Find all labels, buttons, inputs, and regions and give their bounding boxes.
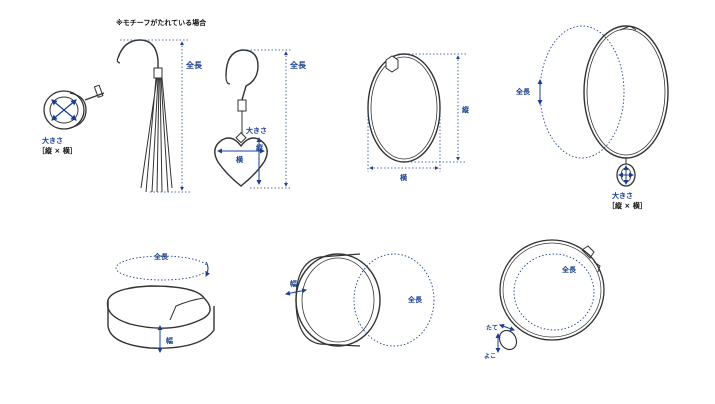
cuff-gap	[169, 297, 205, 321]
stud-face	[43, 90, 85, 130]
stud-size-arrow-2	[51, 99, 77, 121]
large-hoop-length-label: 全長	[515, 87, 531, 96]
stud-size-label: 大きさ	[42, 136, 63, 145]
heart-bail	[235, 132, 247, 144]
bracelet-clasp-ring	[593, 261, 601, 273]
tassel-earring-figure: 全長	[116, 39, 203, 193]
open-cuff-figure: 全長 幅	[106, 252, 215, 353]
oval-vertical-label: 縦	[462, 105, 470, 114]
oval-hoop-clasp	[385, 55, 399, 73]
cuff-top-edge	[106, 285, 211, 329]
large-hoop-figure: 全長 大きさ ［縦 × 横］	[515, 25, 669, 210]
bracelet-outer	[499, 239, 605, 341]
bangle-front-inner	[301, 257, 375, 343]
tassel-cap	[153, 67, 163, 79]
bangle-top-edge	[319, 253, 361, 258]
oval-hoop-inner	[370, 56, 438, 160]
stud-earring-figure: 大きさ ［縦 × 横］	[38, 84, 105, 155]
stud-inner	[49, 96, 79, 124]
chain-bracelet-figure: 全長 たて よこ	[484, 239, 605, 360]
oval-hoop-outer	[367, 53, 441, 163]
charm-outer	[616, 163, 636, 187]
large-hoop-outer	[583, 25, 669, 159]
bangle-front-outer	[295, 253, 381, 347]
bracelet-charm	[498, 329, 518, 351]
large-hoop-clasp	[619, 25, 637, 31]
bangle-length-label: 全長	[407, 295, 423, 304]
heart-cap	[237, 99, 247, 112]
tassel-hook	[117, 39, 159, 68]
motif-note: ※モチーフがたれている場合	[116, 19, 207, 27]
bracelet-charm-width-arrow	[499, 323, 515, 332]
bracelet-length-circle	[513, 253, 595, 331]
cuff-length-label: 全長	[153, 252, 169, 261]
bracelet-inner	[502, 242, 602, 338]
stud-back	[93, 84, 104, 98]
large-hoop-length-circle	[539, 25, 625, 159]
bracelet-charm-yoko-label: よこ	[484, 353, 496, 360]
bangle-left-top	[295, 256, 321, 301]
oval-horizontal-label: 横	[400, 173, 407, 182]
heart-hook	[225, 49, 259, 101]
bangle-left-bottom	[295, 299, 321, 345]
heart-earring-figure: 大きさ 縦 横 全長	[214, 49, 307, 189]
bracelet-charm-tate-label: たて	[486, 325, 498, 332]
large-hoop-inner	[586, 28, 666, 156]
bangle-length-circle	[353, 253, 435, 347]
stud-side	[69, 92, 87, 129]
charm-size-dims: ［縦 × 横］	[608, 201, 647, 210]
charm-size-label: 大きさ	[612, 191, 633, 200]
bracelet-clasp	[581, 245, 595, 259]
heart-horizontal-label: 横	[236, 155, 243, 164]
heart-vertical-label: 縦	[256, 143, 264, 152]
tassel-length-label: 全長	[185, 60, 203, 70]
bangle-bottom-edge	[319, 343, 361, 347]
bangle-width-arrow	[285, 288, 307, 296]
bangle-width-label: 幅	[290, 279, 297, 288]
heart-hook-end	[225, 75, 231, 85]
heart-length-label: 全長	[289, 60, 307, 70]
tassel-hook-end	[116, 57, 121, 64]
bracelet-length-label: 全長	[561, 265, 577, 274]
heart-size-label: 大きさ	[246, 126, 267, 135]
wide-bangle-figure: 幅 全長	[285, 253, 435, 347]
stud-post	[84, 92, 105, 101]
oval-hoop-figure: 縦 横	[367, 53, 470, 182]
cuff-width-label: 幅	[166, 336, 173, 345]
cuff-length-arrow	[205, 261, 211, 277]
tassel-strands	[140, 77, 173, 193]
stud-size-dims: ［縦 × 横］	[38, 146, 77, 155]
cuff-outer-band	[107, 300, 215, 349]
